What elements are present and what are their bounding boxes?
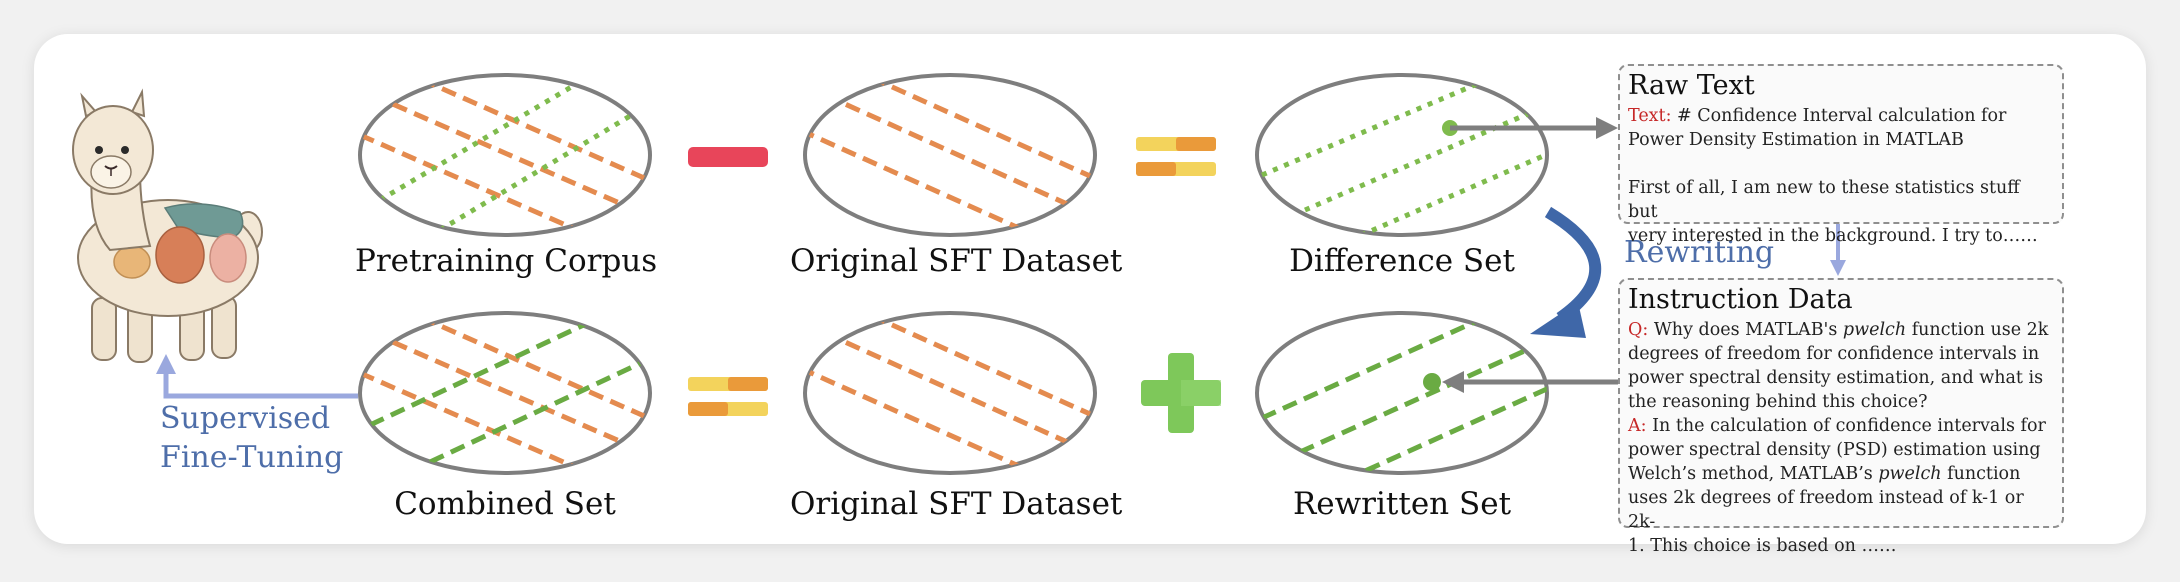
a-label: A: <box>1628 416 1647 436</box>
pretraining-corpus-label: Pretraining Corpus <box>355 243 658 279</box>
instruction-data-title: Instruction Data <box>1628 284 1853 315</box>
q-line1: Q: Why does MATLAB's pwelch function use… <box>1628 318 2054 342</box>
arrow-to-rewritten-set <box>1442 371 1618 393</box>
q-text-em: pwelch <box>1842 320 1907 340</box>
sft-label-line1: Supervised <box>160 401 331 436</box>
a-text-em: pwelch <box>1878 464 1942 484</box>
original-sft-top-pattern <box>805 75 1095 235</box>
down-arrow-to-instruction <box>1830 222 1846 276</box>
difference-set-ellipse <box>1255 73 1549 237</box>
difference-set-label: Difference Set <box>1289 243 1515 279</box>
raw-text-line1: Text: # Confidence Interval calculation … <box>1628 104 2054 128</box>
pretraining-corpus-ellipse <box>358 73 652 237</box>
q-line3: power spectral density estimation, and w… <box>1628 368 2044 388</box>
raw-text-line4: very interested in the background. I try… <box>1628 226 2038 246</box>
combined-set-label: Combined Set <box>394 486 616 522</box>
q-line4: the reasoning behind this choice? <box>1628 392 1928 412</box>
equals-top-icon <box>1136 137 1216 176</box>
a-text-3a: Welch’s method, MATLAB’s <box>1628 464 1879 484</box>
instruction-data-box: Instruction Data Q: Why does MATLAB's pw… <box>1618 278 2064 556</box>
raw-text-title: Raw Text <box>1628 70 1755 101</box>
alpaca-icon <box>72 88 263 363</box>
a-line3: Welch’s method, MATLAB’s pwelch function <box>1628 462 2054 486</box>
original-sft-top-label: Original SFT Dataset <box>790 243 1123 279</box>
q-text-1b: function use 2k <box>1906 320 2049 340</box>
a-line1: A: In the calculation of confidence inte… <box>1628 414 2054 438</box>
plus-icon <box>1141 353 1221 433</box>
a-line2: power spectral density (PSD) estimation … <box>1628 440 2041 460</box>
original-sft-bottom-pattern <box>805 313 1095 473</box>
text-label: Text: <box>1628 106 1672 126</box>
rewritten-set-pattern <box>1260 313 1547 473</box>
equals-bottom-icon <box>688 377 768 416</box>
a-line5: 1. This choice is based on …… <box>1628 536 1897 556</box>
minus-icon <box>688 147 768 167</box>
q-text-1a: Why does MATLAB's <box>1648 320 1843 340</box>
a-text-1: In the calculation of confidence interva… <box>1646 416 2046 436</box>
difference-set-pattern <box>1261 75 1547 235</box>
rewritten-set-label: Rewritten Set <box>1292 486 1512 522</box>
combined-set-ellipse <box>358 311 652 475</box>
rewritten-set-ellipse <box>1255 311 1549 475</box>
raw-text-line2: Power Density Estimation in MATLAB <box>1628 130 1964 150</box>
raw-text-line3: First of all, I am new to these statisti… <box>1628 178 2020 222</box>
rewriting-label: Rewriting <box>1624 235 1775 270</box>
original-sft-bottom-label: Original SFT Dataset <box>790 486 1123 522</box>
a-line4: uses 2k degrees of freedom instead of k-… <box>1628 488 2024 532</box>
original-sft-bottom-ellipse <box>803 311 1097 475</box>
raw-text-content-1: # Confidence Interval calculation for <box>1671 106 2007 126</box>
original-sft-top-ellipse <box>803 73 1097 237</box>
sft-arrow <box>156 354 358 399</box>
raw-text-box: Raw Text Text: # Confidence Interval cal… <box>1618 64 2064 246</box>
rewriting-arrow <box>1530 206 1602 338</box>
q-line2: degrees of freedom for confidence interv… <box>1628 344 2040 364</box>
q-label: Q: <box>1628 320 1649 340</box>
sft-label-line2: Fine-Tuning <box>160 440 344 475</box>
combined-set-pattern <box>360 313 650 473</box>
arrow-to-raw-text <box>1450 117 1618 139</box>
a-text-3b: function <box>1941 464 2021 484</box>
pretraining-corpus-pattern <box>360 75 650 235</box>
